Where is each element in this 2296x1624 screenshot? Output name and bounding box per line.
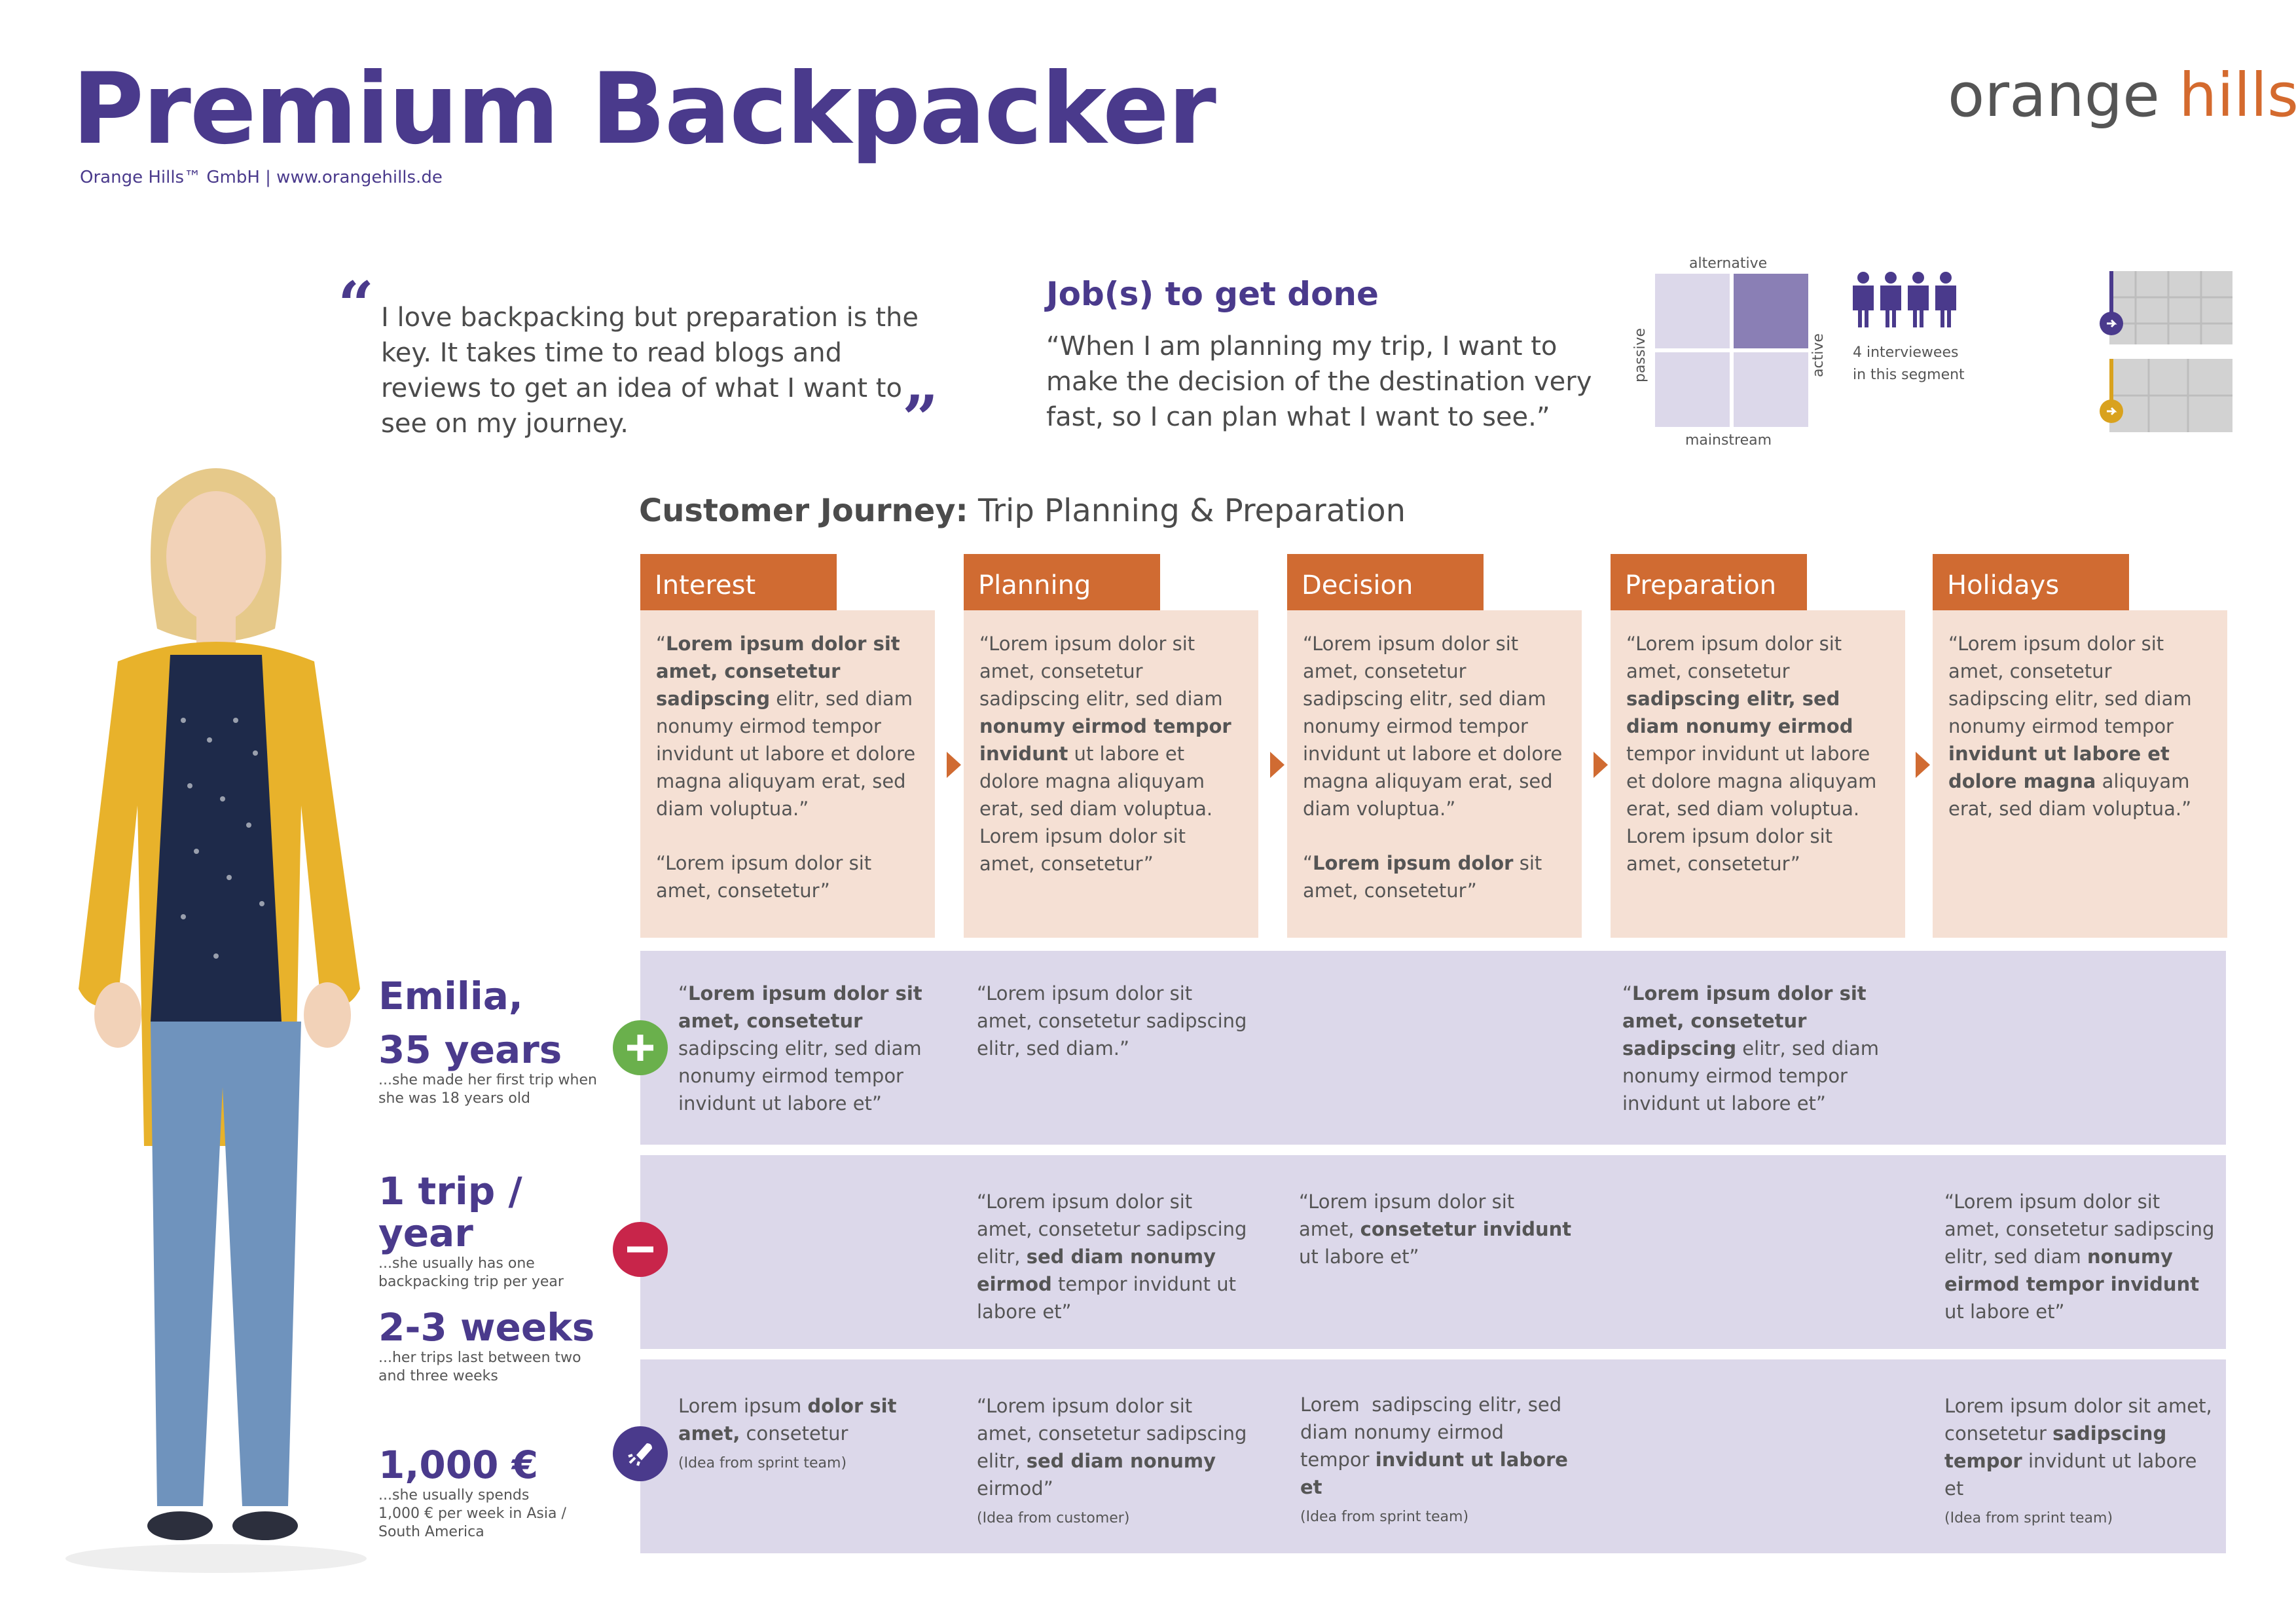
matrix-label-right: active	[1810, 333, 1827, 377]
stage-text: “Lorem ipsum dolor sit amet, consetetur”	[1303, 852, 1542, 902]
stage-arrow-icon	[1594, 752, 1608, 778]
persona-quote: I love backpacking but preparation is th…	[381, 303, 919, 439]
jobs-title: Job(s) to get done	[1046, 275, 1379, 313]
stage-tab-decision: Decision	[1287, 554, 1484, 610]
idea-source: (Idea from sprint team)	[1944, 1510, 2113, 1526]
logo-word-hills: hills	[2179, 60, 2296, 130]
trip-budget-note: ...she usually spends 1,000 € per week i…	[378, 1486, 566, 1540]
stage-text: “Lorem ipsum dolor sit amet, consetetur …	[1948, 633, 2192, 820]
interviewees-note: 4 interviewees in this segment	[1853, 342, 1965, 386]
idea-source: (Idea from customer)	[977, 1510, 1130, 1526]
company-subtitle: Orange Hills™ GmbH | www.orangehills.de	[80, 168, 443, 187]
matrix-label-bottom: mainstream	[1685, 432, 1772, 449]
negative-planning: “Lorem ipsum dolor sit amet, consetetur …	[977, 1190, 1247, 1323]
map-pin-icon	[2096, 271, 2126, 347]
stage-arrow-icon	[1916, 752, 1930, 778]
matrix-cell-bottom-left	[1655, 352, 1730, 427]
stage-box-decision: “Lorem ipsum dolor sit amet, consetetur …	[1287, 610, 1582, 938]
journey-title-rest: Trip Planning & Preparation	[968, 492, 1406, 529]
persona-stats: Emilia, 35 years ...she made her first t…	[378, 974, 601, 1108]
negatives-band	[640, 1155, 2226, 1349]
stage-text: “Lorem ipsum dolor sit amet, consetetur …	[656, 633, 916, 820]
idea-interest: Lorem ipsum dolor sit amet, consetetur(I…	[678, 1395, 897, 1471]
stage-box-planning: “Lorem ipsum dolor sit amet, consetetur …	[964, 610, 1258, 938]
persona-age: 35 years	[378, 1027, 562, 1072]
map-thumbnail-2	[2109, 359, 2232, 432]
segment-matrix: alternative mainstream passive active	[1630, 255, 1827, 452]
idea-planning: “Lorem ipsum dolor sit amet, consetetur …	[977, 1395, 1247, 1526]
map-pin-alt-icon	[2096, 359, 2126, 435]
matrix-cell-bottom-right	[1734, 352, 1808, 427]
plus-icon	[613, 1020, 668, 1075]
stage-text: “Lorem ipsum dolor sit amet, consetetur”	[656, 852, 872, 902]
trip-frequency: 1 trip / year ...she usually has one bac…	[378, 1169, 601, 1291]
trip-frequency-value: 1 trip / year	[378, 1169, 522, 1255]
stage-text: “Lorem ipsum dolor sit amet, consetetur …	[1303, 633, 1563, 820]
interviewees-line1: 4 interviewees	[1853, 344, 1959, 361]
stage-arrow-icon	[1270, 752, 1285, 778]
stage-arrow-icon	[947, 752, 961, 778]
stage-tab-preparation: Preparation	[1611, 554, 1807, 610]
idea-source: (Idea from sprint team)	[678, 1455, 847, 1471]
stage-text: “Lorem ipsum dolor sit amet, consetetur …	[1626, 633, 1877, 875]
idea-decision: Lorem sadipscing elitr, sed diam nonumy …	[1300, 1393, 1568, 1525]
idea-holidays: Lorem ipsum dolor sit amet, consetetur s…	[1944, 1395, 2212, 1526]
trip-duration: 2-3 weeks ...her trips last between two …	[378, 1305, 601, 1386]
stage-box-holidays: “Lorem ipsum dolor sit amet, consetetur …	[1933, 610, 2227, 938]
stage-tab-planning: Planning	[964, 554, 1160, 610]
negative-holidays: “Lorem ipsum dolor sit amet, consetetur …	[1944, 1190, 2215, 1323]
stage-text: “Lorem ipsum dolor sit amet, consetetur …	[979, 633, 1231, 875]
matrix-label-left: passive	[1632, 327, 1649, 383]
stage-box-preparation: “Lorem ipsum dolor sit amet, consetetur …	[1611, 610, 1905, 938]
journey-title: Customer Journey: Trip Planning & Prepar…	[639, 492, 1406, 529]
map-thumbnail-1	[2109, 271, 2232, 344]
rocket-icon	[613, 1426, 668, 1481]
company-logo: orange hills	[1948, 65, 2296, 126]
positives-band	[640, 951, 2226, 1145]
trip-budget: 1,000 € ...she usually spends 1,000 € pe…	[378, 1443, 575, 1541]
interviewees-line2: in this segment	[1853, 367, 1965, 383]
quote-open-mark: “	[338, 268, 374, 342]
stage-box-interest: “Lorem ipsum dolor sit amet, consetetur …	[640, 610, 935, 938]
idea-source: (Idea from sprint team)	[1300, 1509, 1469, 1525]
stage-tab-interest: Interest	[640, 554, 837, 610]
matrix-label-top: alternative	[1689, 255, 1768, 272]
ideas-band	[640, 1359, 2226, 1553]
persona-age-note: ...she made her first trip when she was …	[378, 1071, 597, 1107]
persona-photo	[39, 445, 393, 1578]
minus-icon	[613, 1222, 668, 1277]
journey-title-bold: Customer Journey:	[639, 492, 968, 529]
positive-preparation: “Lorem ipsum dolor sit amet, consetetur …	[1622, 982, 1880, 1115]
trip-duration-value: 2-3 weeks	[378, 1305, 595, 1350]
trip-frequency-note: ...she usually has one backpacking trip …	[378, 1255, 564, 1290]
jobs-text: “When I am planning my trip, I want to m…	[1046, 331, 1592, 432]
trip-duration-note: ...her trips last between two and three …	[378, 1349, 581, 1384]
page-title: Premium Backpacker	[72, 52, 1216, 166]
positive-interest: “Lorem ipsum dolor sit amet, consetetur …	[678, 982, 922, 1115]
negative-decision: “Lorem ipsum dolor sit amet, consetetur …	[1299, 1190, 1572, 1268]
stage-tab-holidays: Holidays	[1933, 554, 2129, 610]
quote-close-mark: ”	[902, 382, 939, 456]
matrix-cell-top-right	[1734, 274, 1808, 348]
persona-name: Emilia,	[378, 974, 523, 1018]
trip-budget-value: 1,000 €	[378, 1443, 539, 1487]
positive-planning: “Lorem ipsum dolor sit amet, consetetur …	[977, 982, 1247, 1060]
matrix-cell-top-left	[1655, 274, 1730, 348]
people-icon	[1850, 271, 1961, 333]
logo-word-orange: orange	[1948, 60, 2160, 130]
